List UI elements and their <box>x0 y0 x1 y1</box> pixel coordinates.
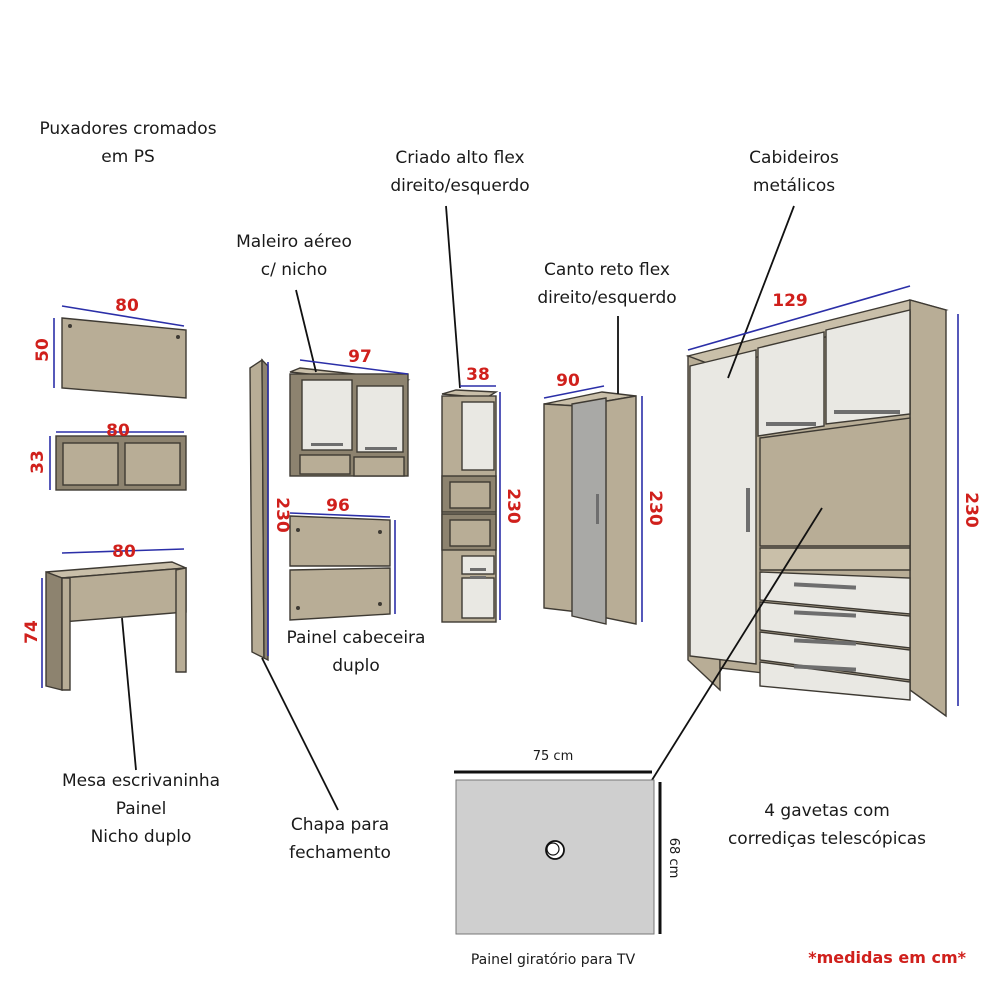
dim-criado-height: 230 <box>503 488 523 524</box>
corner-unit-illustration <box>543 391 637 625</box>
headboard-panel-illustration <box>289 515 391 621</box>
label-painel-cabeceira: Painel cabeceira duplo <box>286 628 426 676</box>
label-chapa: Chapa para fechamento <box>289 815 391 863</box>
dim-line-maleiro-width <box>299 359 409 375</box>
label-puxadores: Puxadores cromados em PS <box>39 119 217 167</box>
label-canto: Canto reto flex direito/esquerdo <box>537 260 677 308</box>
label-cabideiros: Cabideiros metálicos <box>749 148 839 196</box>
dim-line-canto-width <box>543 385 605 399</box>
dim-line-wardrobe-width <box>687 285 911 351</box>
desk-illustration <box>45 561 187 691</box>
label-gavetas: 4 gavetas com corrediças telescópicas <box>727 801 927 849</box>
leader-criado <box>445 205 461 389</box>
dim-line-cabeceira-width <box>289 512 391 518</box>
dim-criado-width: 38 <box>466 365 490 385</box>
dim-line-desk-width <box>61 548 185 554</box>
leader-cabideiros <box>727 205 795 379</box>
wall-panel-illustration <box>61 317 187 399</box>
dim-desk-width: 80 <box>112 542 136 562</box>
overhead-cabinet-illustration <box>289 367 411 477</box>
label-mesa: Mesa escrivaninha Painel Nicho duplo <box>61 771 221 847</box>
dim-desk-height: 74 <box>22 620 42 644</box>
leader-mesa <box>121 617 137 771</box>
tv-height-label: 68 cm <box>666 838 681 879</box>
wardrobe-illustration <box>685 299 949 718</box>
tv-panel-illustration <box>455 779 655 935</box>
label-maleiro: Maleiro aéreo c/ nicho <box>236 232 352 280</box>
dim-panel-height: 50 <box>33 338 53 362</box>
dim-canto-width: 90 <box>556 371 580 391</box>
dim-niche-width: 80 <box>106 421 130 441</box>
tv-width-label: 75 cm <box>533 749 574 764</box>
dim-wardrobe-width: 129 <box>772 291 808 311</box>
dim-maleiro-width: 97 <box>348 347 372 367</box>
double-niche-illustration <box>55 435 187 491</box>
dim-wardrobe-height: 230 <box>961 492 981 528</box>
dim-chapa-height: 230 <box>272 497 292 533</box>
dim-canto-height: 230 <box>645 490 665 526</box>
dim-niche-height: 33 <box>28 450 48 474</box>
tv-panel-caption: Painel giratório para TV <box>470 952 636 968</box>
leader-maleiro <box>295 289 317 373</box>
dim-cabeceira-width: 96 <box>326 496 350 516</box>
measurement-note: *medidas em cm* <box>808 948 966 967</box>
tall-nightstand-illustration <box>441 389 499 623</box>
dim-panel-width: 80 <box>115 296 139 316</box>
leader-chapa <box>261 657 339 811</box>
dim-line-panel-width <box>61 305 185 327</box>
label-criado: Criado alto flex direito/esquerdo <box>390 148 530 196</box>
closing-panel-illustration <box>249 358 269 662</box>
leader-tv-panel <box>651 507 823 781</box>
